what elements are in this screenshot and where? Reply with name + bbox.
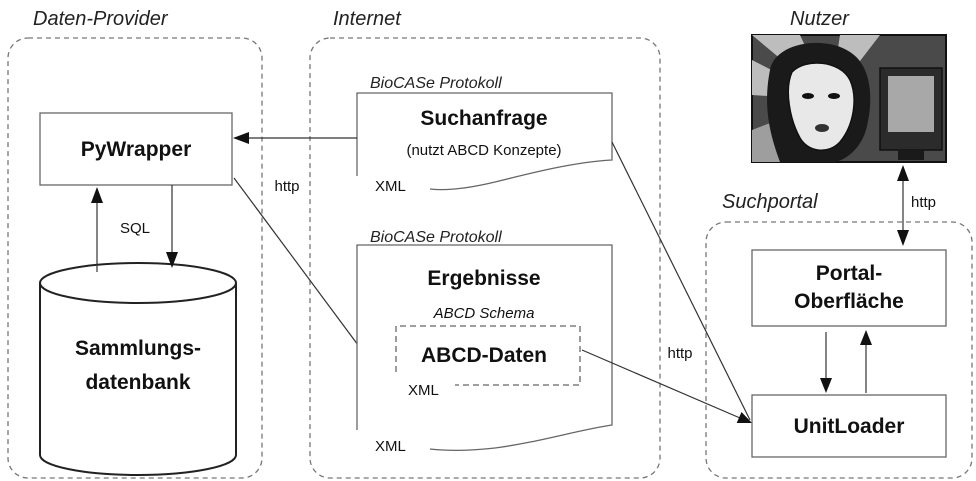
pywrapper-response-line	[233, 177, 359, 346]
pywrapper-box	[39, 112, 233, 186]
database-cylinder	[39, 262, 237, 476]
sql-label: SQL	[120, 220, 150, 237]
user-portal-arrowhead-up	[897, 165, 909, 181]
abcd-data-box	[395, 325, 581, 386]
database-body	[39, 283, 237, 476]
clipart-mouth	[815, 124, 829, 132]
request-to-loader-line	[611, 141, 751, 421]
response-protocol-label: BioCASe Protokoll	[370, 229, 502, 246]
unitloader-box	[751, 394, 947, 458]
data-to-loader-arrowhead	[736, 412, 752, 423]
section-label-user: Nutzer	[790, 8, 850, 30]
section-label-internet: Internet	[333, 8, 402, 30]
request-document	[356, 92, 613, 191]
request-arrowhead	[233, 132, 249, 144]
section-label-portal: Suchportal	[722, 191, 818, 213]
section-label-provider: Daten-Provider	[33, 8, 169, 30]
clipart-monitor-stand	[898, 150, 924, 160]
abcd-data-format-label: XML	[408, 382, 439, 399]
sql-up-arrowhead	[91, 187, 103, 203]
clipart-face	[787, 62, 855, 151]
clipart-eye-left	[802, 93, 814, 99]
portal-interface-label-line2: Oberfläche	[794, 290, 904, 313]
database-top	[39, 262, 237, 304]
portal-interface-box	[751, 249, 947, 327]
portal-interface-label-line1: Portal-	[816, 262, 883, 285]
clipart-eye-right	[828, 93, 840, 99]
sql-down-arrowhead	[166, 252, 178, 268]
user-at-computer-clipart	[751, 34, 947, 163]
clipart-monitor-screen	[888, 76, 934, 132]
portal-up-arrowhead	[860, 330, 872, 345]
data-to-loader-line	[581, 349, 741, 419]
request-title: Suchanfrage	[420, 107, 547, 130]
user-http-label: http	[911, 194, 936, 211]
request-format-label: XML	[375, 178, 406, 195]
pywrapper-label: PyWrapper	[81, 138, 192, 161]
response-format-label: XML	[375, 438, 406, 455]
request-subtitle: (nutzt ABCD Konzepte)	[406, 142, 561, 159]
abcd-data-label: ABCD-Daten	[421, 344, 547, 367]
unitloader-label: UnitLoader	[794, 415, 905, 438]
request-protocol-label: BioCASe Protokoll	[370, 75, 502, 92]
database-label-line2: datenbank	[85, 371, 190, 394]
user-portal-arrowhead-down	[897, 230, 909, 246]
provider-http-label: http	[274, 178, 299, 195]
portal-down-arrowhead	[820, 378, 832, 393]
portal-container	[705, 221, 973, 479]
response-document	[356, 244, 613, 452]
loader-http-label: http	[667, 345, 692, 362]
provider-container	[7, 37, 263, 479]
internet-container	[309, 37, 661, 479]
database-label-line1: Sammlungs-	[75, 337, 201, 360]
response-title: Ergebnisse	[427, 267, 540, 290]
response-schema-label: ABCD Schema	[433, 305, 535, 322]
